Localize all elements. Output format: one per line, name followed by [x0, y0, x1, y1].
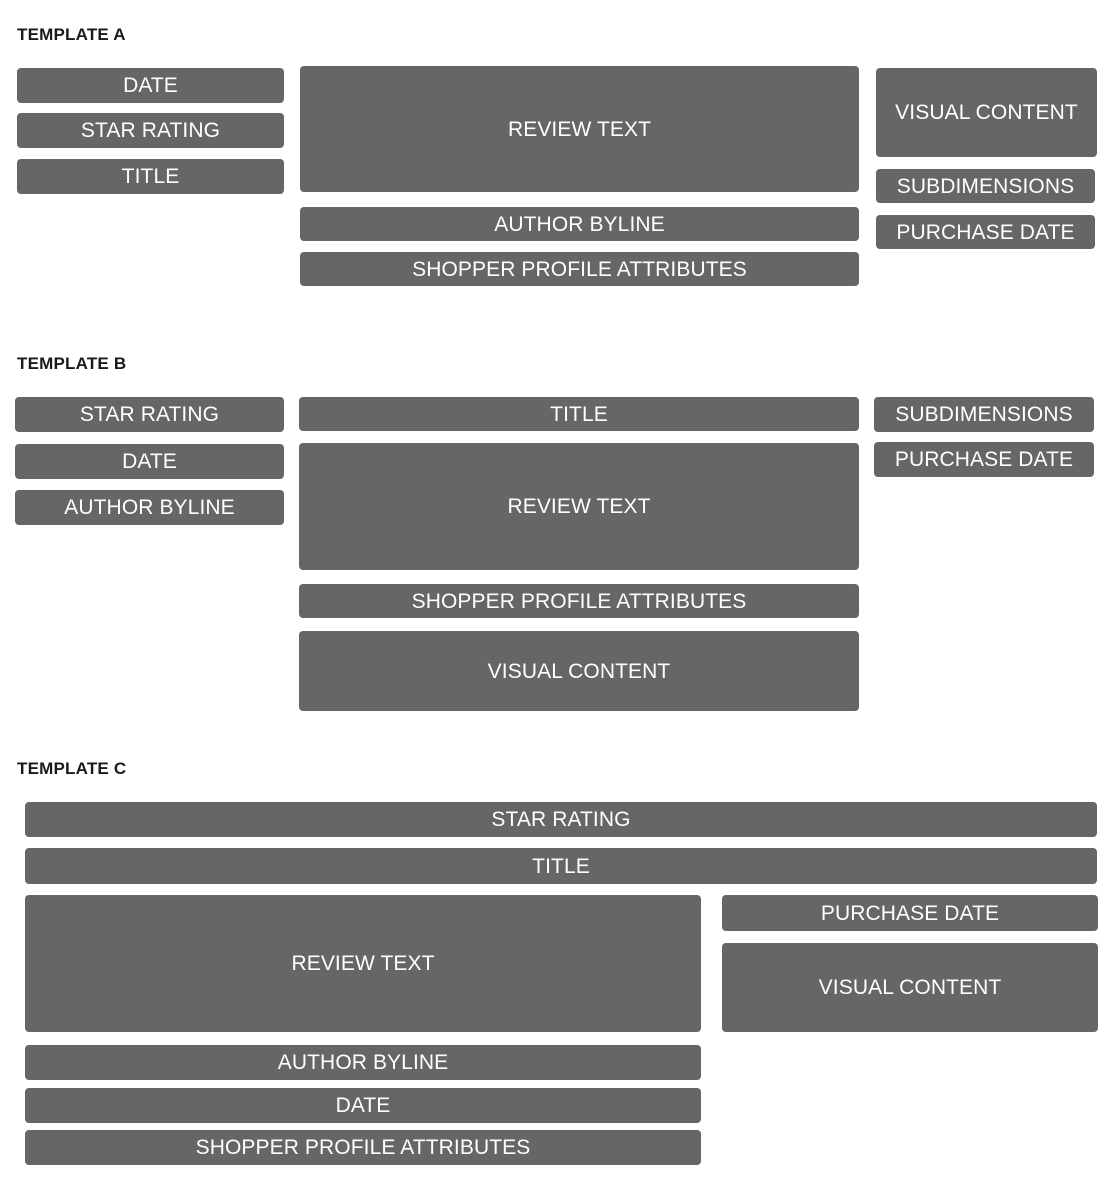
field-block-star-rating[interactable]: STAR RATING — [17, 113, 284, 148]
field-block-label: STAR RATING — [491, 808, 631, 831]
field-block-label: REVIEW TEXT — [507, 117, 652, 141]
template-heading: TEMPLATE C — [17, 759, 127, 778]
field-block-title[interactable]: TITLE — [17, 159, 284, 194]
field-block-label: AUTHOR BYLINE — [277, 1051, 449, 1074]
field-block-star-rating[interactable]: STAR RATING — [15, 397, 284, 432]
field-block-label: DATE — [122, 450, 177, 473]
field-block-label: REVIEW TEXT — [507, 495, 651, 518]
field-block-visual-content[interactable]: VISUAL CONTENT — [722, 943, 1098, 1032]
field-block-shopper-profile-attributes[interactable]: SHOPPER PROFILE ATTRIBUTES — [299, 584, 859, 618]
field-block-date[interactable]: DATE — [17, 68, 284, 103]
field-block-title[interactable]: TITLE — [25, 848, 1097, 884]
field-block-visual-content[interactable]: VISUAL CONTENT — [299, 631, 859, 711]
field-block-review-text[interactable]: REVIEW TEXT — [25, 895, 701, 1032]
field-block-author-byline[interactable]: AUTHOR BYLINE — [15, 490, 284, 525]
field-block-shopper-profile-attributes[interactable]: SHOPPER PROFILE ATTRIBUTES — [300, 252, 859, 286]
field-block-label: SHOPPER PROFILE ATTRIBUTES — [195, 1136, 531, 1159]
field-block-label: DATE — [335, 1094, 391, 1117]
field-block-label: VISUAL CONTENT — [487, 659, 671, 683]
field-block-subdimensions[interactable]: SUBDIMENSIONS — [874, 397, 1094, 432]
field-block-label: TITLE — [532, 854, 590, 878]
field-block-label: AUTHOR BYLINE — [64, 496, 235, 519]
template-heading: TEMPLATE A — [17, 25, 126, 44]
field-block-label: STAR RATING — [79, 403, 220, 426]
field-block-star-rating[interactable]: STAR RATING — [25, 802, 1097, 837]
field-block-label: TITLE — [550, 402, 608, 426]
field-block-label: REVIEW TEXT — [291, 952, 435, 975]
field-block-label: AUTHOR BYLINE — [494, 212, 665, 236]
field-block-label: PURCHASE DATE — [894, 448, 1074, 471]
field-block-subdimensions[interactable]: SUBDIMENSIONS — [876, 169, 1095, 203]
field-block-visual-content[interactable]: VISUAL CONTENT — [876, 68, 1097, 157]
field-block-date[interactable]: DATE — [25, 1088, 701, 1123]
field-block-purchase-date[interactable]: PURCHASE DATE — [876, 215, 1095, 249]
field-block-label: TITLE — [121, 165, 180, 188]
template-heading: TEMPLATE B — [17, 354, 127, 373]
field-block-label: PURCHASE DATE — [820, 901, 1000, 925]
field-block-review-text[interactable]: REVIEW TEXT — [300, 66, 859, 192]
field-block-label: PURCHASE DATE — [896, 220, 1075, 244]
field-block-title[interactable]: TITLE — [299, 397, 859, 431]
field-block-purchase-date[interactable]: PURCHASE DATE — [722, 895, 1098, 931]
field-block-label: DATE — [123, 74, 178, 97]
field-block-shopper-profile-attributes[interactable]: SHOPPER PROFILE ATTRIBUTES — [25, 1130, 701, 1165]
field-block-author-byline[interactable]: AUTHOR BYLINE — [25, 1045, 701, 1080]
field-block-label: SUBDIMENSIONS — [896, 174, 1075, 198]
field-block-purchase-date[interactable]: PURCHASE DATE — [874, 442, 1094, 477]
field-block-label: SUBDIMENSIONS — [895, 403, 1073, 426]
field-block-label: VISUAL CONTENT — [818, 976, 1002, 999]
field-block-label: STAR RATING — [80, 119, 221, 142]
field-block-review-text[interactable]: REVIEW TEXT — [299, 443, 859, 570]
field-block-label: SHOPPER PROFILE ATTRIBUTES — [412, 257, 747, 281]
field-block-author-byline[interactable]: AUTHOR BYLINE — [300, 207, 859, 241]
field-block-label: VISUAL CONTENT — [895, 101, 1078, 124]
field-block-label: SHOPPER PROFILE ATTRIBUTES — [411, 589, 747, 613]
field-block-date[interactable]: DATE — [15, 444, 284, 479]
